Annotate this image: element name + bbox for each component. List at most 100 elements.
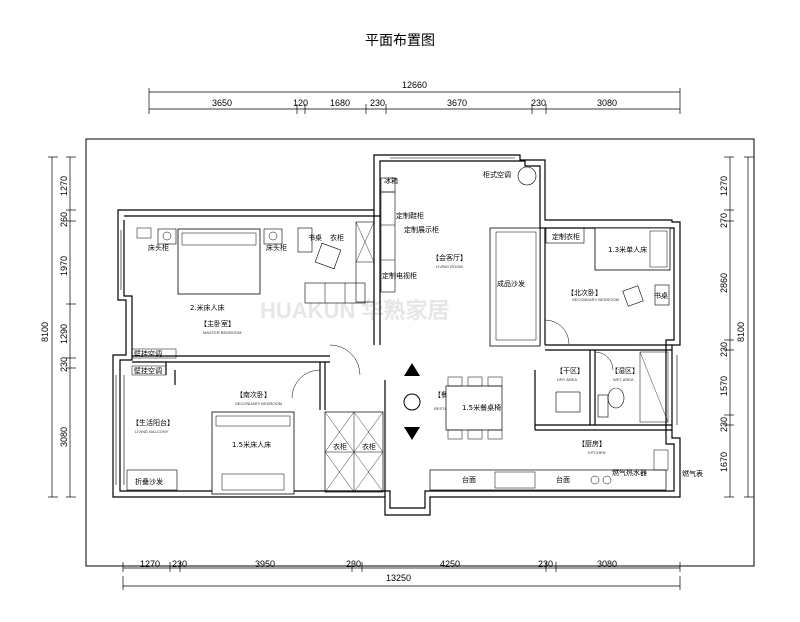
burner-icon bbox=[590, 475, 600, 485]
south-wardrobe-label-2: 衣柜 bbox=[362, 442, 376, 451]
dining-table-label: 1.5米餐桌椅 bbox=[462, 403, 501, 412]
right-dimensions bbox=[724, 156, 754, 498]
dim-bottom-1: 1270 bbox=[140, 559, 160, 569]
sofa bbox=[489, 227, 541, 347]
room-wet-en: WET AREA bbox=[613, 377, 634, 382]
display-cabinet-label: 定制展示柜 bbox=[404, 225, 439, 234]
dim-right-4: 230 bbox=[719, 342, 729, 357]
dim-bottom-5: 4250 bbox=[440, 559, 460, 569]
counter-label-2: 台面 bbox=[556, 475, 570, 484]
wardrobe-label: 衣柜 bbox=[330, 233, 344, 242]
dim-left-3: 1970 bbox=[59, 256, 69, 276]
fridge-label: 冰箱 bbox=[384, 176, 398, 185]
master-bed-label: 2.米床人床 bbox=[190, 303, 225, 312]
dim-right-total: 8100 bbox=[736, 322, 746, 342]
shoe-cabinet-label: 定制鞋柜 bbox=[396, 211, 424, 220]
arrow-up-icon bbox=[404, 363, 420, 376]
room-master-name: 【主卧室】 bbox=[200, 319, 235, 328]
top-dimensions bbox=[148, 88, 681, 114]
master-wall-ac bbox=[131, 348, 177, 359]
dim-bottom-3: 3950 bbox=[255, 559, 275, 569]
bedside-table-right bbox=[263, 228, 283, 245]
windows bbox=[115, 157, 678, 485]
dim-right-2: 270 bbox=[719, 213, 729, 228]
master-bed-pillows bbox=[181, 232, 257, 246]
watermark: HUAKUN 华熟家居 bbox=[260, 298, 449, 323]
dim-top-1: 3650 bbox=[212, 98, 232, 108]
wall-ac-label-2: 壁挂空调 bbox=[134, 366, 162, 375]
room-balcony-name: 【生活阳台】 bbox=[132, 418, 174, 427]
dim-bottom-total: 13250 bbox=[386, 573, 411, 583]
master-desk bbox=[297, 227, 313, 253]
dim-top-total: 12660 bbox=[402, 80, 427, 90]
arrow-down-icon bbox=[404, 427, 420, 440]
south-bed-blanket bbox=[221, 473, 285, 491]
dim-left-total: 8100 bbox=[40, 322, 50, 342]
dim-top-6: 230 bbox=[531, 98, 546, 108]
dining-table bbox=[445, 385, 503, 431]
bedside-label-left: 床头柜 bbox=[148, 243, 169, 252]
dim-left-5: 230 bbox=[59, 357, 69, 372]
room-kitchen-en: KITCHEN bbox=[588, 450, 606, 455]
dim-top-3: 1680 bbox=[330, 98, 350, 108]
figure-icon bbox=[403, 393, 421, 411]
washer bbox=[597, 394, 609, 418]
toilet bbox=[607, 387, 625, 409]
room-kitchen-name: 【厨房】 bbox=[578, 439, 606, 448]
gas-meter-label: 燃气表 bbox=[682, 469, 703, 478]
bedside-table-left bbox=[157, 228, 177, 245]
shower bbox=[639, 351, 669, 423]
room-north-en: SECONDARY BEDROOM bbox=[572, 297, 619, 302]
north-bed-label: 1.3米单人床 bbox=[608, 245, 647, 254]
south-wall-ac bbox=[131, 365, 167, 376]
left-dimensions bbox=[48, 156, 76, 498]
master-closet bbox=[304, 282, 366, 304]
room-south-en: SECONDARY BEDROOM bbox=[235, 401, 282, 406]
room-master-en: MASTER BEDROOM bbox=[203, 330, 241, 335]
dim-left-4: 1290 bbox=[59, 324, 69, 344]
room-living-en: LIVING ROOM bbox=[436, 264, 463, 269]
room-dry-en: DRY AREA bbox=[557, 377, 577, 382]
desk-label: 书桌 bbox=[308, 233, 322, 242]
kitchen-counter bbox=[429, 469, 667, 491]
page-title: 平面布置图 bbox=[365, 33, 435, 49]
fold-sofa bbox=[126, 469, 178, 491]
dim-top-2: 120 bbox=[293, 98, 308, 108]
north-desk-label: 书桌 bbox=[654, 291, 668, 300]
room-balcony-en: LIVING BALCONY bbox=[135, 429, 169, 434]
shoe-cabinet bbox=[380, 191, 396, 293]
master-chair bbox=[314, 242, 342, 270]
water-heater bbox=[653, 449, 669, 471]
north-wardrobe bbox=[545, 227, 585, 244]
master-ac bbox=[136, 227, 152, 239]
north-bed bbox=[594, 227, 671, 271]
cabinet-ac bbox=[517, 166, 537, 186]
fold-sofa-label: 折叠沙发 bbox=[135, 477, 163, 486]
dry-sink bbox=[555, 391, 581, 413]
bottom-dimensions bbox=[122, 562, 681, 590]
doors bbox=[291, 319, 614, 399]
walls bbox=[112, 154, 681, 516]
lamp-icon bbox=[162, 231, 172, 241]
drawing-frame bbox=[85, 138, 755, 567]
wall-ac-label-1: 壁挂空调 bbox=[134, 349, 162, 358]
room-living-name: 【会客厅】 bbox=[432, 253, 467, 262]
north-chair bbox=[622, 285, 644, 307]
dim-top-5: 3670 bbox=[447, 98, 467, 108]
dim-left-1: 1270 bbox=[59, 176, 69, 196]
north-desk bbox=[654, 284, 670, 306]
dim-right-1: 1270 bbox=[719, 176, 729, 196]
dim-right-5: 1570 bbox=[719, 376, 729, 396]
dim-top-7: 3080 bbox=[597, 98, 617, 108]
south-bed-label: 1.5米床人床 bbox=[232, 440, 271, 449]
cabinet-ac-label: 柜式空调 bbox=[483, 170, 511, 179]
burner-icon bbox=[602, 475, 612, 485]
room-south-name: 【南次卧】 bbox=[236, 390, 271, 399]
tv-cabinet-label: 定制电视柜 bbox=[382, 271, 417, 280]
room-north-name: 【北次卧】 bbox=[567, 288, 602, 297]
master-bed bbox=[177, 228, 261, 295]
dim-bottom-2: 230 bbox=[172, 559, 187, 569]
room-wet-name: 【湿区】 bbox=[611, 366, 639, 375]
kitchen-sink bbox=[494, 471, 536, 489]
